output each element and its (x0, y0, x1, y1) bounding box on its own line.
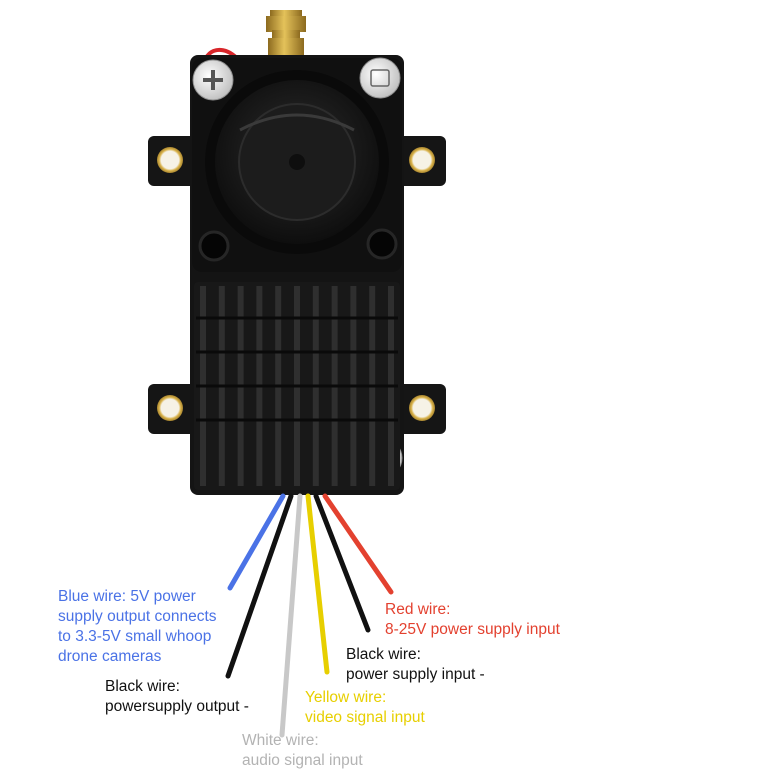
wires (225, 493, 394, 738)
sma-connector-icon (266, 10, 306, 60)
yellow-wire-label: Yellow wire: video signal input (305, 688, 425, 728)
black-output-wire (225, 493, 294, 679)
label-line: 8-25V power supply input (385, 621, 560, 638)
white-wire (279, 493, 303, 738)
cooling-fan-icon (192, 58, 402, 272)
label-line: power supply input - (346, 666, 485, 683)
mounting-hole-icon (157, 147, 435, 421)
label-line: Blue wire: 5V power (58, 588, 196, 605)
black-output-wire-label: Black wire: powersupply output - (105, 677, 249, 717)
label-line: video signal input (305, 709, 425, 726)
label-line: Black wire: (105, 678, 180, 695)
yellow-wire (305, 493, 330, 675)
label-line: supply output connects (58, 608, 217, 625)
white-wire-label: White wire: audio signal input (242, 731, 363, 771)
label-line: Red wire: (385, 601, 451, 618)
label-line: drone cameras (58, 648, 162, 665)
red-wire-label: Red wire: 8-25V power supply input (385, 600, 560, 640)
black-input-wire-label: Black wire: power supply input - (346, 645, 485, 685)
label-line: Yellow wire: (305, 689, 387, 706)
heatsink-icon (194, 282, 400, 490)
red-wire (322, 493, 394, 595)
label-line: Black wire: (346, 646, 421, 663)
blue-wire (227, 493, 286, 591)
label-line: powersupply output - (105, 698, 249, 715)
black-input-wire (313, 493, 371, 633)
label-line: to 3.3-5V small whoop (58, 628, 212, 645)
blue-wire-label: Blue wire: 5V power supply output connect… (58, 587, 217, 667)
label-line: audio signal input (242, 752, 363, 769)
label-line: White wire: (242, 732, 319, 749)
